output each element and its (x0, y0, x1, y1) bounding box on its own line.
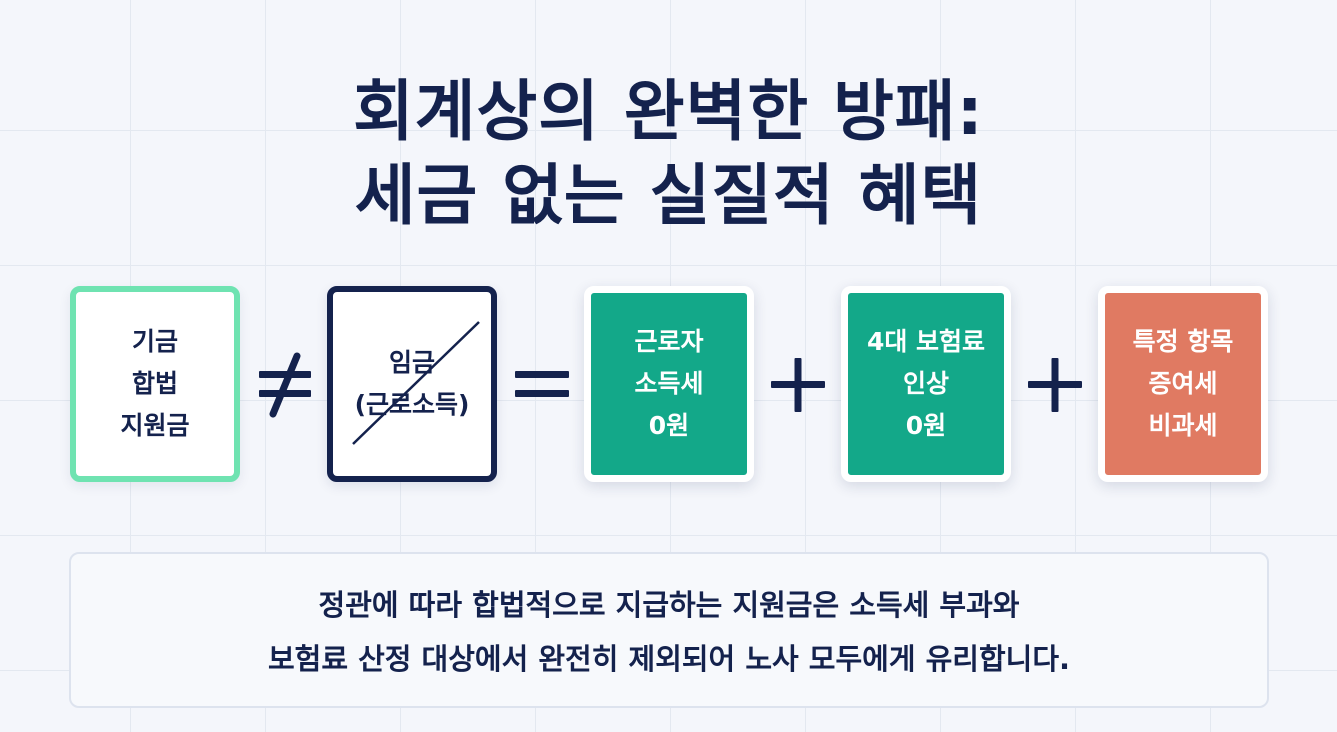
insurance-line-1: 4대 보험료 (866, 327, 986, 356)
note-line-1: 정관에 따라 합법적으로 지급하는 지원금은 소득세 부과와 (318, 588, 1020, 622)
plus-icon (771, 358, 825, 412)
income-tax-line-3: 0원 (648, 411, 690, 440)
insurance-line-2: 인상 (902, 369, 949, 398)
explanation-note: 정관에 따라 합법적으로 지급하는 지원금은 소득세 부과와 보험료 산정 대상… (69, 552, 1269, 708)
equals-icon (515, 371, 569, 397)
plus-operator-1: + (768, 350, 828, 420)
not-equal-icon (259, 352, 311, 418)
plus-operator-2: + (1025, 350, 1085, 420)
gift-tax-line-3: 비과세 (1148, 411, 1218, 440)
fund-line-3: 지원금 (120, 411, 190, 440)
fund-line-1: 기금 (131, 327, 178, 356)
not-equal-operator: ≠ (255, 350, 315, 420)
fund-card: 기금 합법 지원금 (70, 286, 240, 482)
insurance-card: 4대 보험료 인상 0원 (841, 286, 1011, 482)
income-tax-card: 근로자 소득세 0원 (584, 286, 754, 482)
income-tax-line-2: 소득세 (634, 369, 704, 398)
gift-tax-card: 특정 항목 증여세 비과세 (1098, 286, 1268, 482)
plus-icon (1028, 358, 1082, 412)
gift-tax-line-1: 특정 항목 (1132, 327, 1234, 356)
wage-card: 임금 (근로소득) (327, 286, 497, 482)
fund-line-2: 합법 (131, 369, 178, 398)
title-line-2: 세금 없는 실질적 혜택 (354, 157, 983, 234)
title-line-1: 회계상의 완벽한 방패: (353, 73, 984, 150)
page-title: 회계상의 완벽한 방패: 세금 없는 실질적 혜택 (0, 70, 1337, 238)
gift-tax-line-2: 증여세 (1148, 369, 1218, 398)
strikethrough-line (352, 321, 480, 445)
wage-line-2: (근로소득) (354, 390, 470, 419)
note-line-2: 보험료 산정 대상에서 완전히 제외되어 노사 모두에게 유리합니다. (267, 642, 1071, 676)
equals-operator: = (512, 350, 572, 420)
insurance-line-3: 0원 (905, 411, 947, 440)
income-tax-line-1: 근로자 (634, 327, 704, 356)
